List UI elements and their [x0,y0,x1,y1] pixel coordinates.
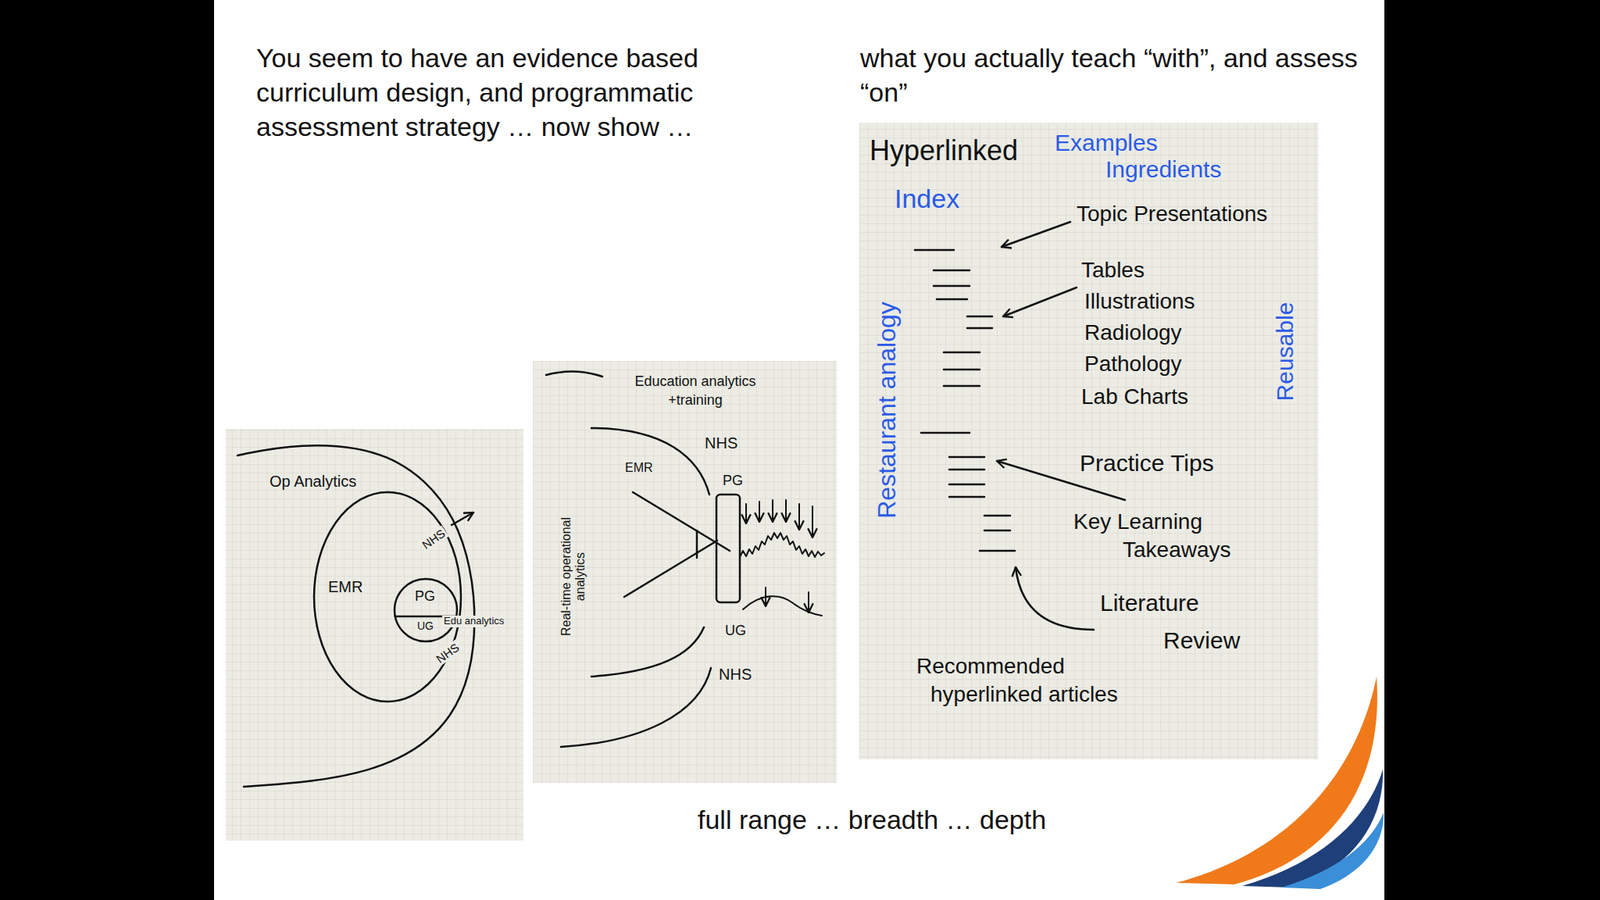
outline-stroke [237,445,475,787]
sketch-region: EMR PG UG [314,492,461,702]
index-dash [943,385,980,388]
sketch-region: PG UG [394,578,458,642]
brand-swoosh [1175,676,1384,890]
slide-caption: full range … breadth … depth [697,804,1047,836]
outline-stroke [314,492,461,702]
sketch-label: NHS [718,665,752,684]
index-dash [943,351,980,354]
index-dash [984,514,1011,518]
index-dash [933,269,970,272]
slide-title: You seem to have an evidence based curri… [256,40,757,144]
sketch-label: Hyperlinked [869,134,1018,167]
sketch-label: Education analytics +training [617,371,774,410]
down-arrow [798,503,800,530]
index-dash [921,432,970,435]
index-dash [967,327,993,330]
index-dash [967,315,993,318]
down-arrow [807,592,810,613]
leader-arrow [1001,221,1071,247]
index-dash [949,468,985,472]
index-dash [943,368,980,372]
region-outline [314,492,461,702]
down-arrow [771,500,774,522]
swoosh-blue [1242,769,1383,888]
sketch-curve [591,627,704,677]
down-arrow [764,587,767,607]
index-dash [949,483,985,486]
sketch-label: Key Learning Takeaways [1073,507,1277,565]
sketch-bar [716,494,740,603]
sketch-label: Reusable [1271,302,1300,402]
down-arrow [758,501,761,522]
sketch-label: EMR [625,460,654,475]
distribution-wave [739,532,825,558]
down-arrow [745,503,747,524]
index-dash [914,249,954,252]
index-dash [933,285,970,288]
sketch-panel [859,122,1318,760]
sketch-curve [742,596,822,616]
down-arrow [811,506,814,538]
leader-arrow [1003,287,1077,317]
region-label: PG [414,588,436,605]
index-dash [949,496,985,499]
sketch-label: Topic Presentations [1076,201,1268,227]
index-dash [936,298,968,301]
panel3-sketch [914,221,1125,630]
sketch-curve [591,428,710,495]
sketch-label: what you actually teach “with”, and asse… [860,40,1361,110]
sketch-label: Index [894,183,960,215]
sketch-label: Real-time operational analytics [559,498,589,655]
sketch-label: Pathology [1084,351,1183,377]
sketch-label: Literature Review [1100,584,1257,660]
sketch-curve [560,667,711,747]
sketch-label: Ingredients [1105,156,1222,184]
sketch-curve [546,371,603,377]
ellipse-outline [314,492,461,702]
sketch-label: Lab Charts [1081,384,1189,410]
outline-stroke [394,578,458,642]
index-dash [979,550,1015,553]
index-dash [949,456,985,459]
sketch-label: NHS [432,639,463,668]
sketch-label: NHS [704,434,738,453]
sketch-label: Restaurant analogy [872,301,902,519]
sketch-label: Tables [1081,257,1145,283]
sketch-label: Illustrations [1084,289,1196,315]
circle-outline [394,578,458,642]
sketch-label: NHS [417,525,449,554]
region-label: UG [417,619,434,633]
leader-arrow [1015,567,1094,630]
down-arrow [785,500,787,522]
sketch-label: Recommended hyperlinked articles [916,652,1167,709]
slide [214,0,1385,900]
sketch-line [624,540,718,597]
sketch-label: UG [725,622,747,640]
sketch-line [696,530,699,558]
sketch-panel [225,428,524,841]
open-arc [237,445,475,787]
sketch-panel [532,360,837,783]
region-label: EMR [328,578,363,597]
index-dash [984,529,1011,533]
sketch-label: Edu analytics [442,615,506,628]
region-label: Op Analytics [269,472,357,491]
sketch-label: Examples [1054,129,1158,158]
swoosh-lightblue [1281,812,1384,890]
sketch-label: PG [722,472,743,490]
sketch-label: Radiology [1084,320,1183,346]
sketch-label: Practice Tips [1079,450,1215,478]
panel2-sketch [546,371,825,747]
